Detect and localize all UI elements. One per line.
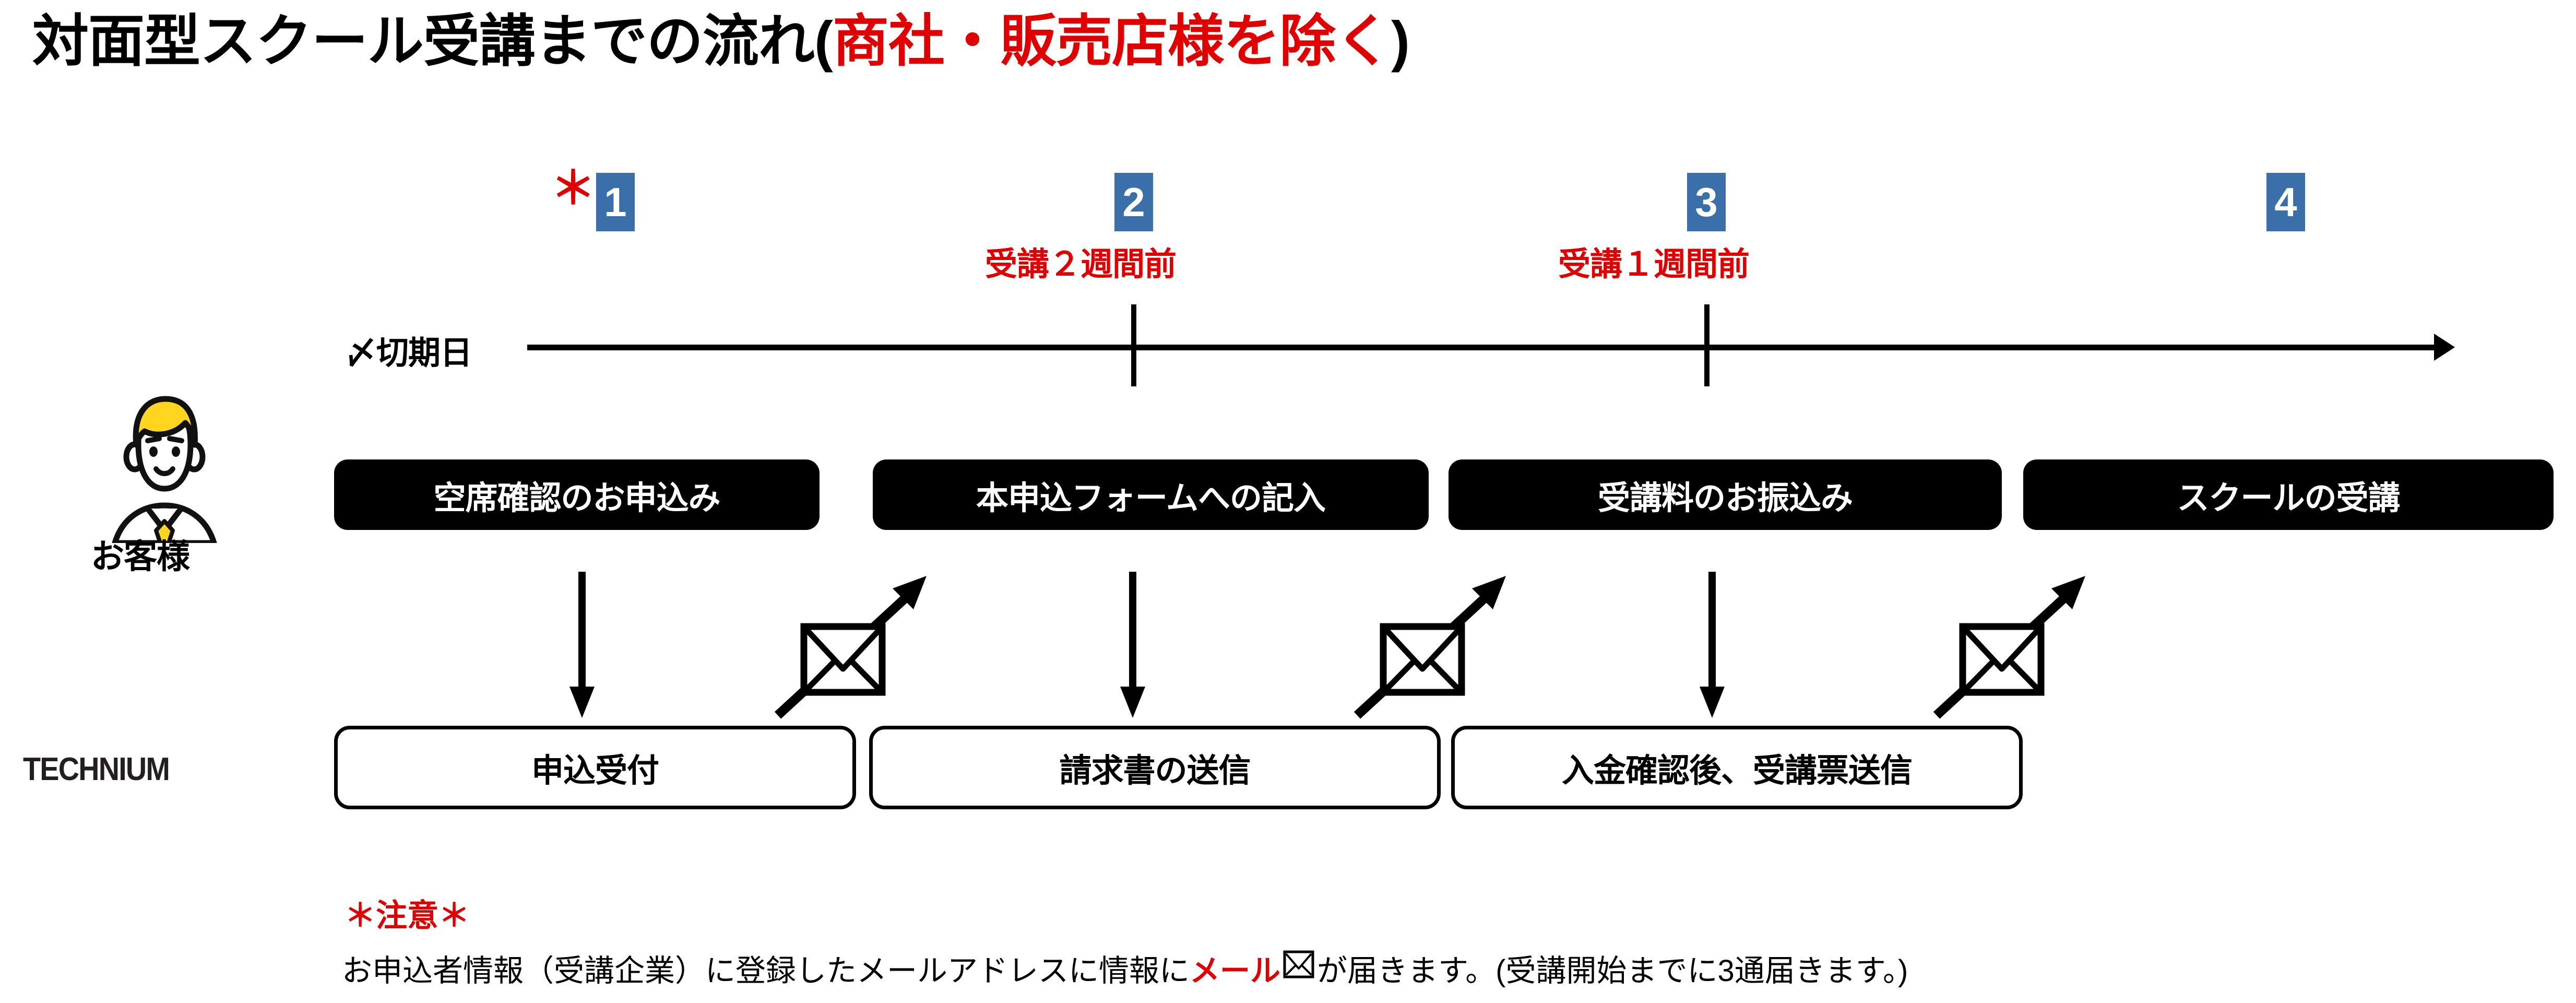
customer-step-box-4[interactable]: スクールの受講 bbox=[2023, 459, 2554, 530]
milestone-label-3: 受講１週間前 bbox=[1558, 246, 1750, 282]
step-badge-3: 3 bbox=[1687, 173, 1726, 231]
arrow-up-right-icon-3 bbox=[1926, 567, 2098, 726]
provider-logo: TECHNIUM bbox=[23, 751, 170, 787]
page-title-tail: ) bbox=[1391, 9, 1410, 73]
footnote-mail-word: メール bbox=[1190, 954, 1281, 988]
footnote-body: お申込者情報（受講企業）に登録したメールアドレスに情報にメール が届きます。(受講… bbox=[342, 946, 1908, 990]
provider-step-box-1[interactable]: 申込受付 bbox=[334, 726, 856, 809]
timeline-arrow-icon bbox=[2434, 334, 2455, 361]
timeline-tick-3 bbox=[1704, 304, 1710, 386]
provider-step-box-2[interactable]: 請求書の送信 bbox=[869, 726, 1441, 809]
footnote-heading: ＊注意＊ bbox=[345, 898, 470, 933]
footnote-part-2: が届きます。(受講開始までに3通届きます。) bbox=[1317, 954, 1908, 988]
arrow-down-icon-3 bbox=[1696, 572, 1728, 721]
footnote-part-1: お申込者情報（受講企業）に登録したメールアドレスに情報に bbox=[342, 954, 1190, 988]
customer-avatar-icon bbox=[86, 386, 243, 546]
page-title-highlight: 商社・販売店様を除く bbox=[832, 9, 1392, 73]
arrow-up-right-icon-1 bbox=[767, 567, 940, 726]
customer-step-box-3[interactable]: 受講料のお振込み bbox=[1449, 459, 2002, 530]
page-title-main: 対面型スクール受講までの流れ( bbox=[32, 9, 833, 73]
provider-step-box-3[interactable]: 入金確認後、受講票送信 bbox=[1451, 726, 2023, 809]
customer-step-box-2[interactable]: 本申込フォームへの記入 bbox=[873, 459, 1429, 530]
timeline-tick-2 bbox=[1131, 304, 1136, 386]
page-title: 対面型スクール受講までの流れ(商社・販売店様を除く) bbox=[32, 9, 1410, 73]
arrow-down-icon-1 bbox=[566, 572, 598, 721]
milestone-label-2: 受講２週間前 bbox=[985, 246, 1177, 282]
step-1-asterisk: ＊ bbox=[551, 163, 596, 214]
envelope-icon bbox=[1283, 950, 1315, 986]
step-badge-2: 2 bbox=[1114, 173, 1153, 231]
timeline-axis-label: 〆切期日 bbox=[345, 335, 472, 371]
customer-step-box-1[interactable]: 空席確認のお申込み bbox=[334, 459, 820, 530]
step-badge-1: 1 bbox=[596, 173, 635, 231]
arrow-down-icon-2 bbox=[1117, 572, 1148, 721]
timeline-axis-line bbox=[527, 345, 2435, 350]
role-label-customer: お客様 bbox=[91, 538, 190, 575]
arrow-up-right-icon-2 bbox=[1347, 567, 1519, 726]
step-badge-4: 4 bbox=[2266, 173, 2305, 231]
